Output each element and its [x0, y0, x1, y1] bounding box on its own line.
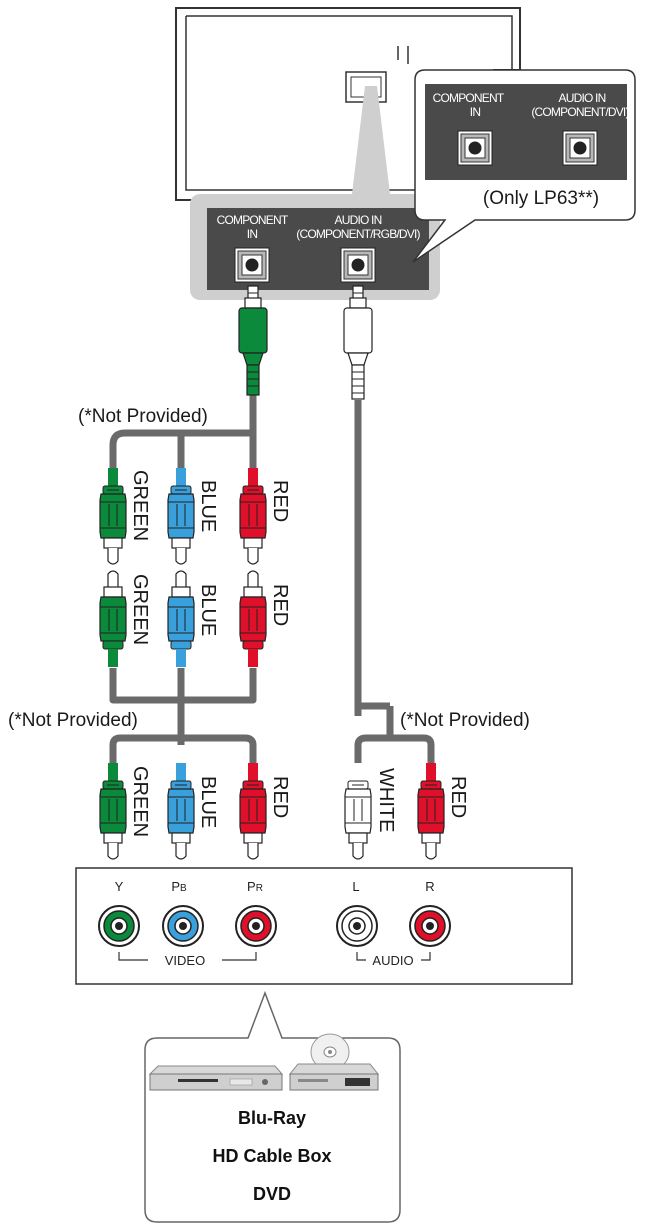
highlight-beam	[352, 86, 390, 194]
label-red: RED	[269, 776, 291, 818]
label-blue: BLUE	[197, 584, 219, 636]
device-name-dvd: DVD	[253, 1184, 291, 1204]
label-green: GREEN	[129, 470, 151, 541]
label-green: GREEN	[129, 766, 151, 837]
audio-group-label: AUDIO	[372, 953, 413, 968]
video-pb-jack	[162, 905, 204, 947]
video-group-label: VIDEO	[165, 953, 205, 968]
jack-label-pb: PB	[171, 879, 187, 894]
label-blue: BLUE	[197, 480, 219, 532]
label-blue: BLUE	[197, 776, 219, 828]
jack-label-l: L	[352, 879, 359, 894]
callout-component-label-1: COMPONENT	[433, 91, 505, 105]
tv-audio-label-1: AUDIO IN	[335, 213, 382, 227]
plug-row-2	[99, 570, 267, 668]
not-provided-note-3: (*Not Provided)	[400, 710, 530, 731]
video-y-jack	[98, 905, 140, 947]
not-provided-note-1: (*Not Provided)	[78, 406, 208, 427]
bluray-player-icon	[148, 1065, 284, 1091]
tv-component-jack	[234, 247, 270, 283]
label-red: RED	[269, 480, 291, 522]
green-plug	[99, 570, 127, 668]
tv-component-label-1: COMPONENT	[217, 213, 289, 227]
plug-row-1	[99, 467, 267, 565]
label-red: RED	[269, 584, 291, 626]
label-red: RED	[447, 776, 469, 818]
video-pr-jack	[235, 905, 277, 947]
device-name-hd-cable-box: HD Cable Box	[212, 1146, 331, 1166]
white-plug	[344, 762, 372, 860]
green-plug	[99, 762, 127, 860]
plug-labels: GREEN BLUE RED GREEN BLUE RED GREEN BLUE…	[129, 470, 469, 837]
component-minijack-plug	[238, 285, 268, 396]
red-plug	[239, 467, 267, 565]
red-plug	[239, 570, 267, 668]
callout-component-label-2: IN	[470, 105, 481, 119]
jack-label-pr: PR	[247, 879, 263, 894]
callout-audio-label-2: (COMPONENT/DVI)	[531, 105, 629, 119]
red-plug	[417, 762, 445, 860]
red-plug	[239, 762, 267, 860]
source-device-box: Blu-Ray HD Cable Box DVD	[144, 990, 401, 1223]
audio-r-jack	[409, 905, 451, 947]
jack-label-r: R	[425, 879, 434, 894]
device-output-panel: Y PB PR L R VIDEO AUDIO	[75, 867, 573, 985]
cables	[109, 385, 435, 765]
blue-plug	[167, 467, 195, 565]
tv-input-panel: COMPONENT IN AUDIO IN (COMPONENT/RGB/DVI…	[190, 194, 440, 300]
blue-plug	[167, 570, 195, 668]
tv-audio-jack	[340, 247, 376, 283]
callout-box: COMPONENT IN AUDIO IN (COMPONENT/DVI) (O…	[412, 69, 636, 263]
callout-model-note: (Only LP63**)	[483, 188, 599, 209]
label-white: WHITE	[375, 768, 397, 832]
tv-audio-label-2: (COMPONENT/RGB/DVI)	[296, 227, 420, 241]
callout-component-jack	[457, 130, 493, 166]
audio-l-jack	[336, 905, 378, 947]
green-plug	[99, 467, 127, 565]
label-green: GREEN	[129, 574, 151, 645]
callout-audio-jack	[562, 130, 598, 166]
blue-plug	[167, 762, 195, 860]
dvd-player-icon	[288, 1033, 380, 1091]
callout-audio-label-1: AUDIO IN	[559, 91, 606, 105]
jack-label-y: Y	[115, 879, 124, 894]
device-name-bluray: Blu-Ray	[238, 1108, 306, 1128]
audio-minijack-plug	[343, 285, 373, 400]
tv-component-label-2: IN	[247, 227, 258, 241]
not-provided-note-2: (*Not Provided)	[8, 710, 138, 731]
